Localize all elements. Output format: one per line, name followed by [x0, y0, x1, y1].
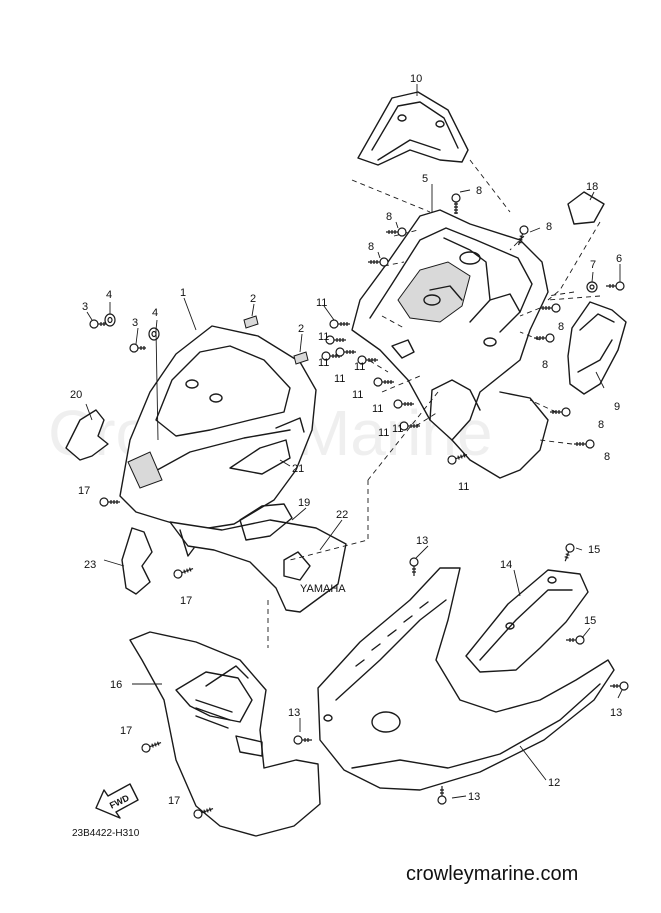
callout-13-a: 13	[416, 535, 428, 547]
callout-4-a: 4	[106, 289, 112, 301]
callout-11-i: 11	[392, 423, 403, 435]
callout-17-b: 17	[180, 595, 192, 607]
callout-8-right-top: 8	[546, 221, 552, 233]
clip-2a	[243, 315, 259, 329]
callout-1: 1	[180, 287, 186, 299]
callout-11-c: 11	[318, 357, 329, 369]
callout-3-a: 3	[82, 301, 88, 313]
callout-8-right-d: 8	[604, 451, 610, 463]
fwd-arrow: FWD	[95, 783, 139, 819]
callout-15-a: 15	[588, 544, 600, 556]
callout-4-b: 4	[152, 307, 158, 319]
callout-11-d: 11	[334, 373, 345, 385]
callout-8-left-a: 8	[386, 211, 392, 223]
washer-7	[586, 281, 598, 293]
callout-15-b: 15	[584, 615, 596, 627]
part-23-decal	[121, 527, 153, 595]
callout-13-d: 13	[468, 791, 480, 803]
callout-12: 12	[548, 777, 560, 789]
callout-6: 6	[616, 253, 622, 265]
callout-13-c: 13	[288, 707, 300, 719]
callout-2-a: 2	[250, 293, 256, 305]
callout-10: 10	[410, 73, 422, 85]
callout-17-d: 17	[168, 795, 180, 807]
drawing-code: 23B4422-H310	[72, 828, 140, 839]
callout-8-right-c: 8	[598, 419, 604, 431]
callout-7: 7	[590, 259, 596, 271]
callout-17-a: 17	[78, 485, 90, 497]
part-9-side-cover	[567, 301, 627, 395]
svg-text:YAMAHA: YAMAHA	[300, 583, 346, 595]
grommet-4a	[104, 313, 116, 327]
callout-13-b: 13	[610, 707, 622, 719]
callout-2-b: 2	[298, 323, 304, 335]
callout-20: 20	[70, 389, 82, 401]
callout-22: 22	[336, 509, 348, 521]
callout-19: 19	[298, 497, 310, 509]
part-21-lower-panel: YAMAHA	[169, 503, 347, 613]
callout-18: 18	[586, 181, 598, 193]
callout-8-left-b: 8	[368, 241, 374, 253]
callout-16: 16	[110, 679, 122, 691]
callout-17-c: 17	[120, 725, 132, 737]
callout-5: 5	[422, 173, 428, 185]
callout-3-b: 3	[132, 317, 138, 329]
callout-9: 9	[614, 401, 620, 413]
callout-11-h: 11	[378, 427, 389, 439]
callout-11-e: 11	[354, 361, 365, 373]
assembly-lines	[267, 159, 601, 648]
callout-8-top: 8	[476, 185, 482, 197]
part-18-sticker	[567, 191, 605, 225]
callout-8-right-a: 8	[558, 321, 564, 333]
callout-11-b: 11	[318, 331, 329, 343]
callout-23: 23	[84, 559, 96, 571]
callout-11-a: 11	[316, 297, 327, 309]
callout-11-j: 11	[458, 481, 469, 493]
leader-lines	[85, 84, 623, 799]
callout-11-f: 11	[352, 389, 363, 401]
part-20-decal	[65, 409, 109, 461]
website-text: crowleymarine.com	[406, 863, 578, 885]
grommet-4b	[148, 327, 160, 341]
callout-8-right-b: 8	[542, 359, 548, 371]
part-10-upper-cover	[357, 91, 469, 166]
part-1-front-cover	[119, 325, 317, 531]
callout-11-g: 11	[372, 403, 383, 415]
part-5-inner-panel	[351, 209, 549, 479]
clip-2b	[293, 351, 309, 365]
callout-numbers: 10 5 8 8 8 8 18 7 6 8 8 9 8 8 1 2 2 3 4 …	[70, 73, 622, 807]
callout-21: 21	[292, 463, 304, 475]
part-12-floor-cover	[317, 567, 615, 791]
callout-14: 14	[500, 559, 512, 571]
part-16-front-lower-cover	[129, 631, 321, 837]
part-14-side-panel	[465, 569, 589, 673]
